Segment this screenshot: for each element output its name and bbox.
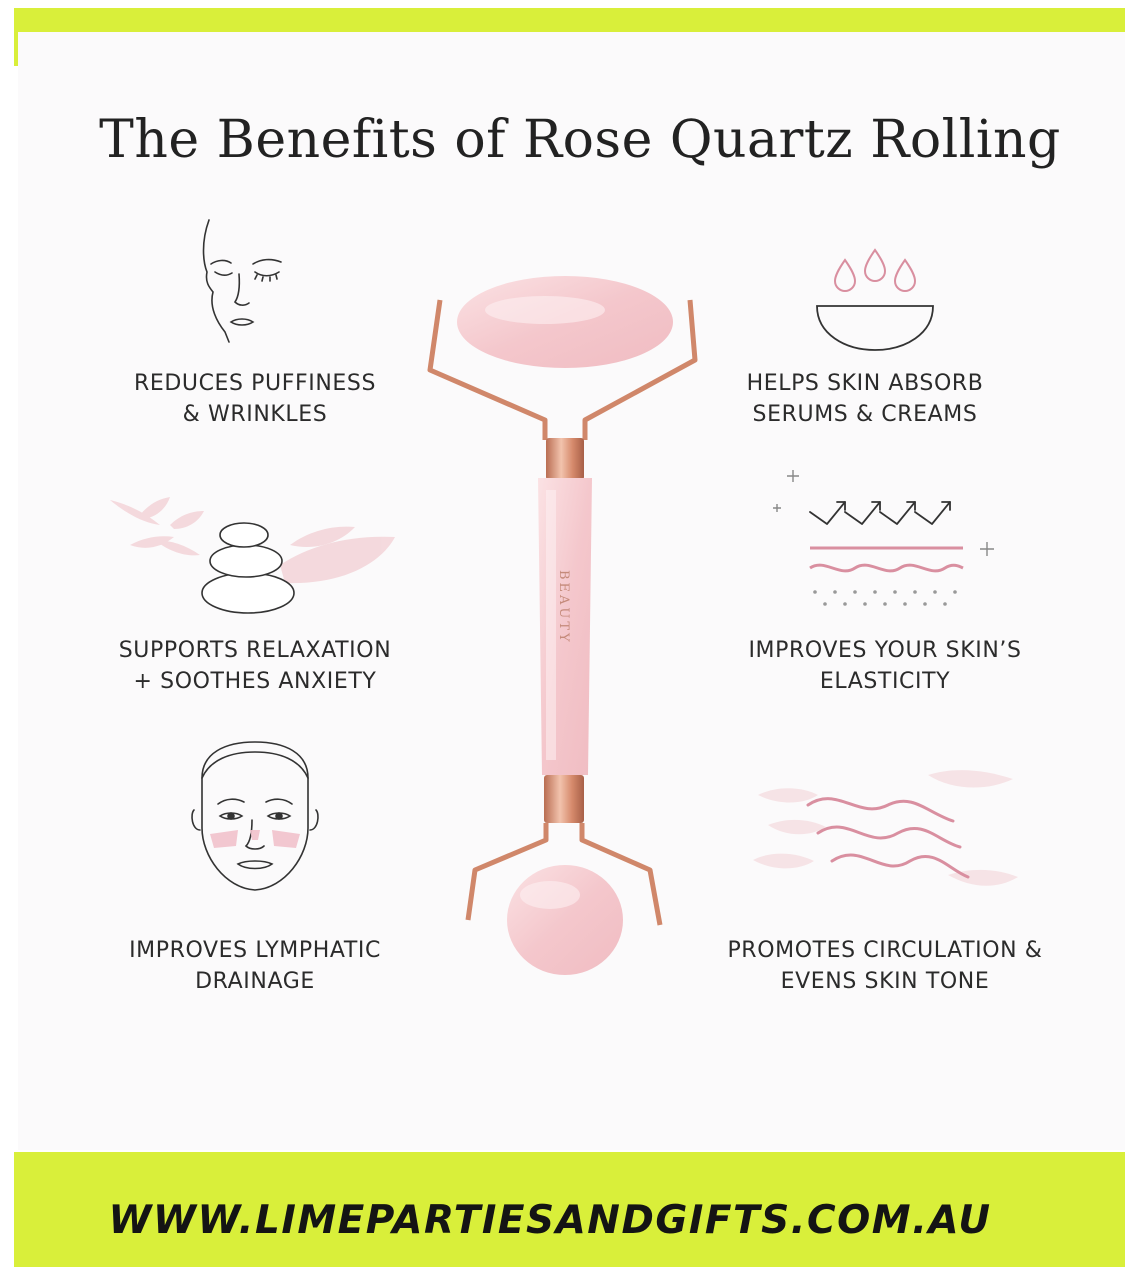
- skin-layers-icon: [773, 470, 994, 606]
- rose-quartz-roller-icon: BEAUTY: [427, 276, 698, 975]
- benefit-line: HELPS SKIN ABSORB: [746, 371, 984, 396]
- benefit-reduces-puffiness: REDUCES PUFFINESS & WRINKLES: [105, 368, 405, 430]
- benefit-line: IMPROVES LYMPHATIC: [129, 938, 381, 963]
- footer-band: [14, 1152, 1125, 1267]
- droplets-bowl-icon: [816, 248, 934, 351]
- benefit-line: SUPPORTS RELAXATION: [118, 638, 392, 663]
- benefit-line: PROMOTES CIRCULATION &: [727, 938, 1043, 963]
- benefit-line: & WRINKLES: [182, 402, 328, 427]
- brand-mark: BEAUTY: [556, 570, 571, 645]
- face-closed-eyes-icon: [202, 219, 282, 343]
- benefit-line: DRAINAGE: [195, 969, 315, 994]
- benefit-line: REDUCES PUFFINESS: [133, 371, 377, 396]
- benefit-line: IMPROVES YOUR SKIN’S: [748, 638, 1022, 663]
- page-title: The Benefits of Rose Quartz Rolling: [99, 110, 1061, 170]
- benefit-improves-lymphatic: IMPROVES LYMPHATIC DRAINAGE: [105, 935, 405, 997]
- benefit-promotes-circulation: PROMOTES CIRCULATION & EVENS SKIN TONE: [700, 935, 1070, 997]
- waves-icon: [753, 770, 1018, 886]
- stacked-stones-icon: [110, 497, 395, 614]
- benefit-line: SERUMS & CREAMS: [752, 402, 978, 427]
- benefit-supports-relaxation: SUPPORTS RELAXATION + SOOTHES ANXIETY: [95, 635, 415, 697]
- benefit-improves-elasticity: IMPROVES YOUR SKIN’S ELASTICITY: [715, 635, 1055, 697]
- benefit-helps-absorb: HELPS SKIN ABSORB SERUMS & CREAMS: [715, 368, 1015, 430]
- face-drainage-icon: [191, 741, 319, 891]
- benefit-line: + SOOTHES ANXIETY: [133, 669, 377, 694]
- website-url[interactable]: WWW.LIMEPARTIESANDGIFTS.COM.AU: [108, 1198, 992, 1243]
- top-lime-bar-edge: [14, 8, 18, 66]
- benefit-line: EVENS SKIN TONE: [780, 969, 990, 994]
- top-lime-bar: [14, 8, 1125, 32]
- benefit-line: ELASTICITY: [819, 669, 951, 694]
